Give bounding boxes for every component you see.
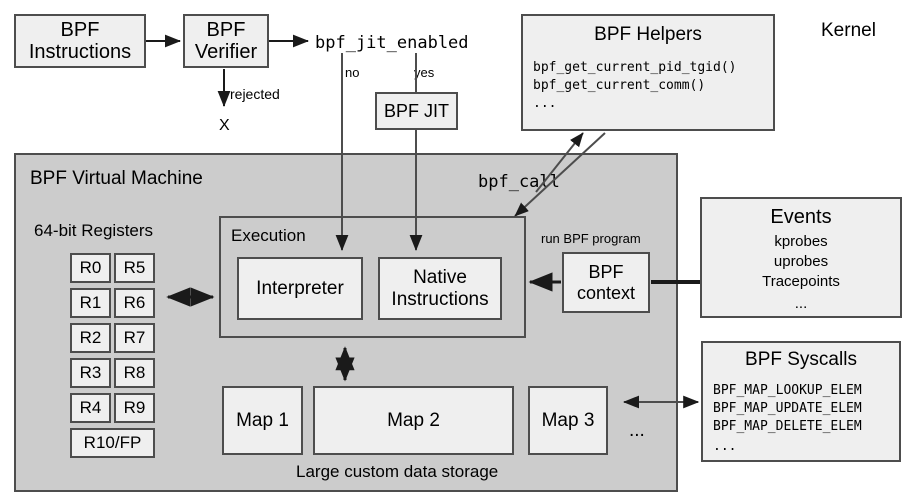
syscall-lookup-elem: BPF_MAP_LOOKUP_ELEM [713,383,862,398]
register-r9: R9 [114,393,155,423]
register-r8: R8 [114,358,155,388]
register-r0: R0 [70,253,111,283]
map-3-label: Map 3 [541,409,595,431]
branch-no-label: no [345,65,360,80]
syscall-delete-elem: BPF_MAP_DELETE_ELEM [713,419,862,434]
bpf-call-label: bpf_call [478,172,560,192]
vm-title: BPF Virtual Machine [30,168,203,189]
register-r4: R4 [70,393,111,423]
bpf-instructions-box: BPF Instructions [14,14,146,68]
bpf-verifier-line2: Verifier [194,41,258,63]
native-instructions-box: Native Instructions [378,257,502,320]
events-box: Events kprobes uprobes Tracepoints ... [700,197,902,318]
bpf-jit-label: BPF JIT [383,100,449,121]
bpf-helpers-fn-1: bpf_get_current_pid_tgid() [533,60,737,75]
bpf-helpers-fn-3: ... [533,96,557,111]
branch-yes-label: yes [414,65,435,80]
map-1-label: Map 1 [236,409,289,431]
syscall-ellipsis: ... [713,439,737,454]
events-item-ellipsis: ... [794,295,808,312]
events-item-uprobes: uprobes [773,253,829,270]
storage-label: Large custom data storage [296,462,499,481]
map-2-label: Map 2 [387,409,440,431]
register-r10-fp: R10/FP [70,428,155,458]
interpreter-box: Interpreter [237,257,363,320]
bpf-verifier-line1: BPF [206,18,246,41]
register-r2: R2 [70,323,111,353]
bpf-context-line1: BPF [588,262,624,283]
maps-ellipsis: ... [629,420,645,441]
map-2-box: Map 2 [313,386,514,455]
bpf-helpers-title: BPF Helpers [594,24,702,45]
native-line1: Native [413,267,467,289]
bpf-instructions-line1: BPF [60,18,100,41]
map-1-box: Map 1 [222,386,303,455]
register-r1: R1 [70,288,111,318]
bpf-verifier-box: BPF Verifier [183,14,269,68]
register-r3: R3 [70,358,111,388]
bpf-helpers-box: BPF Helpers bpf_get_current_pid_tgid() b… [521,14,775,131]
run-bpf-program-label: run BPF program [541,231,641,246]
events-item-tracepoints: Tracepoints [762,273,840,290]
bpf-jit-enabled-var: bpf_jit_enabled [315,33,469,53]
bpf-context-box: BPF context [562,252,650,313]
bpf-syscalls-box: BPF Syscalls BPF_MAP_LOOKUP_ELEM BPF_MAP… [701,341,901,462]
events-title: Events [770,206,832,228]
bpf-jit-box: BPF JIT [375,92,458,130]
bpf-context-line2: context [576,282,636,303]
bpf-syscalls-title: BPF Syscalls [745,349,857,370]
map-3-box: Map 3 [528,386,608,455]
registers-label: 64-bit Registers [34,221,154,240]
bpf-helpers-fn-2: bpf_get_current_comm() [533,78,706,93]
rejected-mark: X [219,117,230,134]
interpreter-label: Interpreter [256,277,344,299]
bpf-instructions-line2: Instructions [28,41,132,63]
syscall-update-elem: BPF_MAP_UPDATE_ELEM [713,401,862,416]
register-r6: R6 [114,288,155,318]
native-line2: Instructions [391,288,489,310]
rejected-label: rejected [230,86,280,102]
events-item-kprobes: kprobes [774,233,828,250]
kernel-label: Kernel [821,20,876,41]
execution-title: Execution [231,226,306,245]
register-r5: R5 [114,253,155,283]
register-r7: R7 [114,323,155,353]
